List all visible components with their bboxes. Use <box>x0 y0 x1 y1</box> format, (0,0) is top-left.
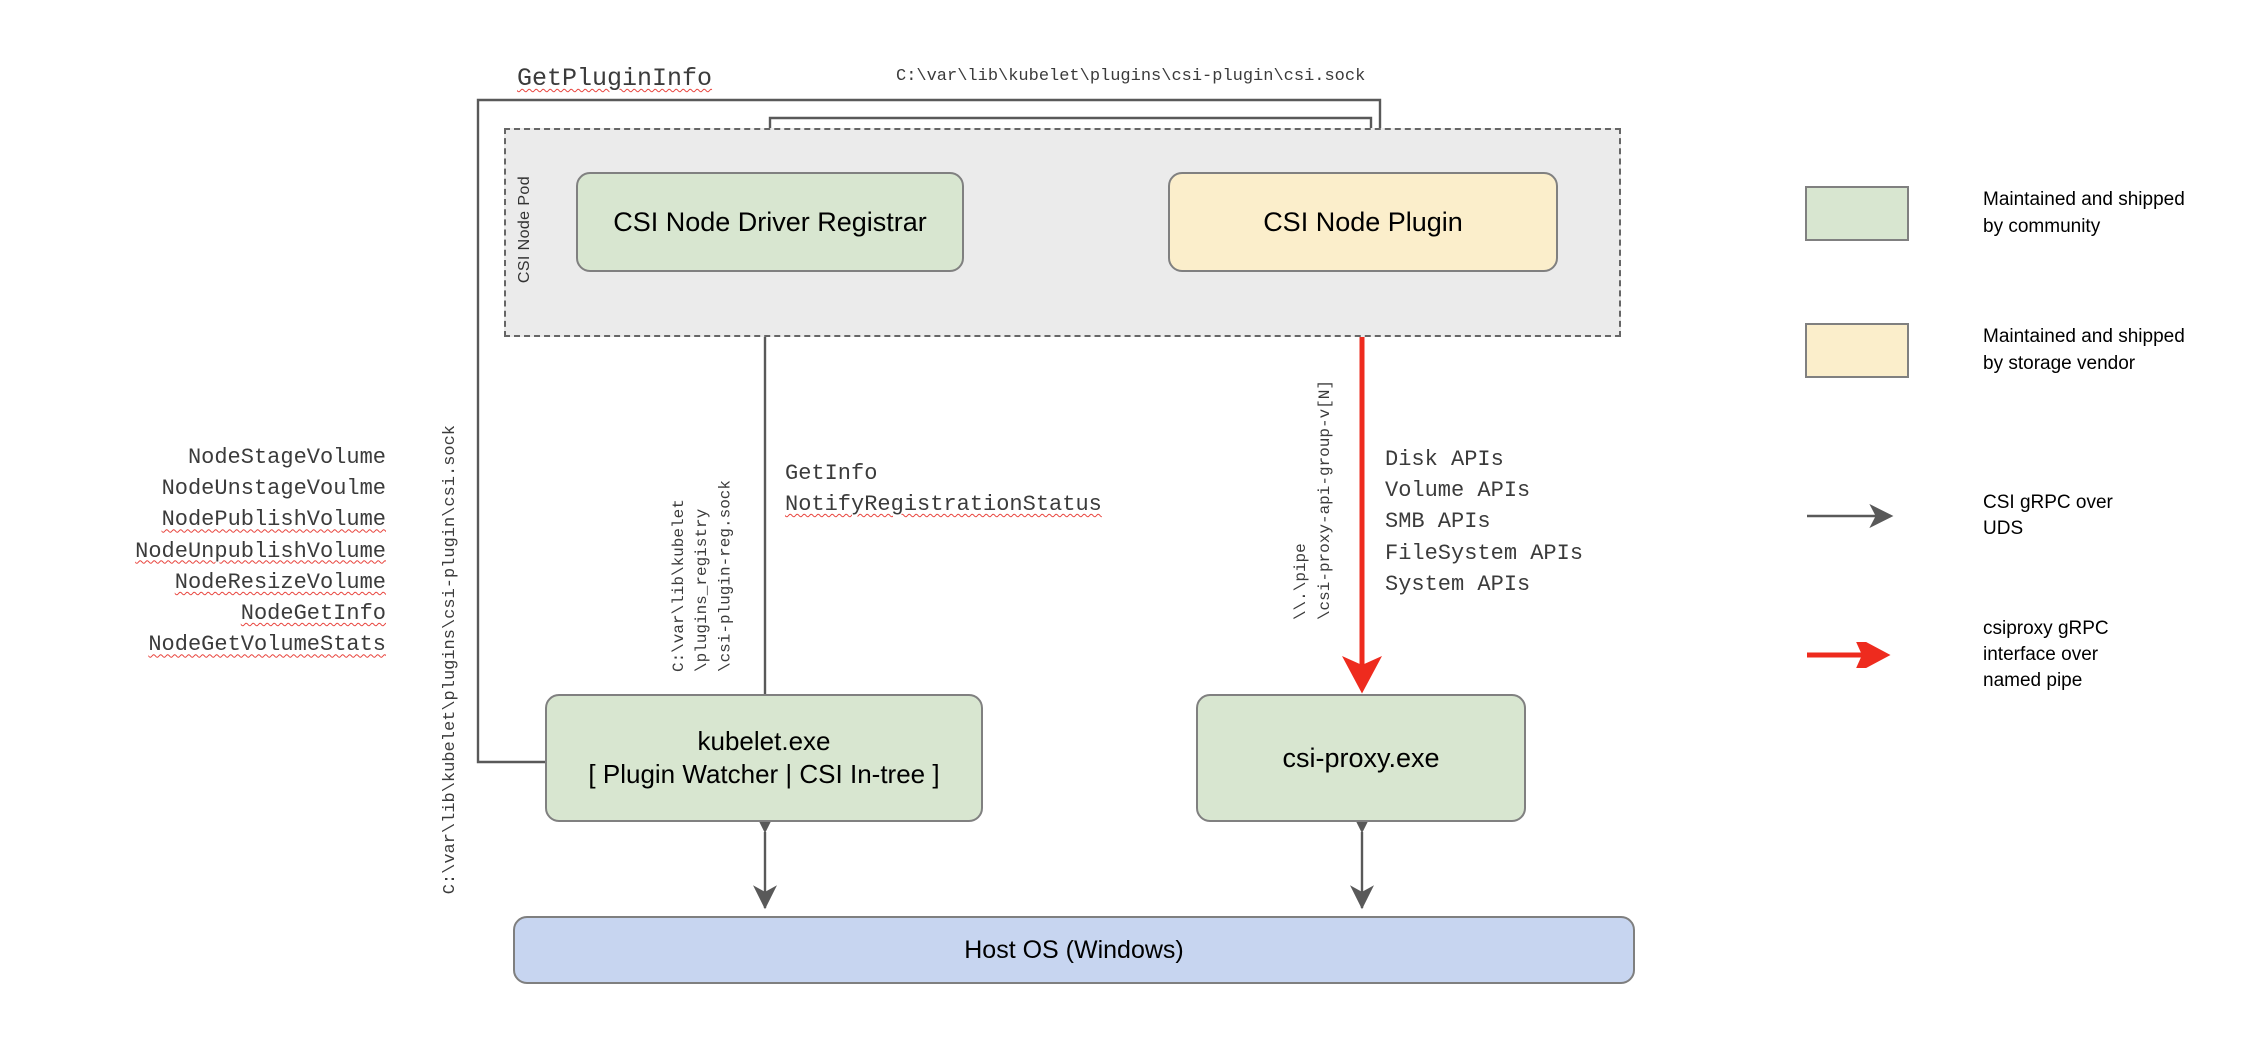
node-api-item: NodePublishVolume <box>161 507 386 533</box>
node-api-item: NodeUnstageVoulme <box>161 476 386 502</box>
csi-proxy-api-item: System APIs <box>1385 571 1531 597</box>
legend-item-community: Maintained and shipped by community <box>1805 186 2185 241</box>
node-api-item: NodeGetInfo <box>240 601 386 627</box>
named-pipe-path-label: \\.\pipe \csi-proxy-api-group-v[N] <box>1289 380 1337 620</box>
legend-label-uds-line-1: CSI gRPC over <box>1983 492 2113 513</box>
named-pipe-path-line-2: \csi-proxy-api-group-v[N] <box>1316 380 1334 621</box>
csi-node-pod-label: CSI Node Pod <box>516 176 533 284</box>
legend-label-community-line-2: by community <box>1983 215 2101 237</box>
host-os-box[interactable]: Host OS (Windows) <box>513 916 1635 984</box>
registration-rpc-label: GetInfo NotifyRegistrationStatus <box>785 458 1102 520</box>
legend-gray-arrow-icon <box>1805 503 1909 529</box>
legend-label-vendor-line-2: by storage vendor <box>1983 352 2136 374</box>
csi-sock-path-left-label: C:\var\lib\kubelet\plugins\csi-plugin\cs… <box>441 425 460 895</box>
legend-label-uds: CSI gRPC over UDS <box>1983 490 2113 542</box>
legend-red-arrow-icon <box>1805 635 1909 676</box>
get-info-label: GetInfo <box>785 461 878 486</box>
csi-proxy-api-list: Disk APIs Volume APIs SMB APIs FileSyste… <box>1385 444 1583 600</box>
legend-swatch-community-icon <box>1805 186 1909 241</box>
legend-label-named-pipe-line-2: interface over <box>1983 644 2099 666</box>
node-api-item: NodeUnpublishVolume <box>135 538 386 564</box>
legend-label-community: Maintained and shipped by community <box>1983 187 2185 239</box>
node-api-item: NodeResizeVolume <box>174 569 386 595</box>
legend-label-named-pipe-line-3: named pipe <box>1983 670 2083 692</box>
legend-item-named-pipe: csiproxy gRPC interface over named pipe <box>1805 616 2109 695</box>
csi-proxy-exe-label: csi-proxy.exe <box>1282 742 1440 773</box>
legend-label-community-line-1: Maintained and shipped <box>1983 189 2185 211</box>
node-service-api-list: NodeStageVolume NodeUnstageVoulme NodePu… <box>86 442 386 661</box>
legend-label-named-pipe: csiproxy gRPC interface over named pipe <box>1983 616 2109 695</box>
plugin-registry-sock-line-3: \csi-plugin-reg.sock <box>716 480 735 673</box>
legend-label-named-pipe-line-1: csiproxy gRPC <box>1983 618 2109 639</box>
legend-item-vendor: Maintained and shipped by storage vendor <box>1805 323 2185 378</box>
csi-node-plugin-label: CSI Node Plugin <box>1263 206 1463 237</box>
csi-node-driver-registrar-label: CSI Node Driver Registrar <box>613 206 927 237</box>
csi-proxy-api-item: FileSystem APIs <box>1385 540 1584 566</box>
named-pipe-path-line-1: \\.\pipe <box>1292 543 1310 621</box>
legend-label-uds-line-2: UDS <box>1983 518 2024 540</box>
plugin-registry-sock-line-2: \plugins_registry <box>693 508 712 673</box>
plugin-registry-sock-label: C:\var\lib\kubelet \plugins_registry \cs… <box>668 480 738 672</box>
legend-label-vendor: Maintained and shipped by storage vendor <box>1983 324 2185 376</box>
csi-node-driver-registrar-box[interactable]: CSI Node Driver Registrar <box>576 172 964 272</box>
plugin-registry-sock-line-1: C:\var\lib\kubelet <box>670 499 688 673</box>
csi-proxy-api-item: Disk APIs <box>1385 447 1504 472</box>
csi-proxy-api-item: Volume APIs <box>1385 478 1531 504</box>
csi-proxy-api-item: SMB APIs <box>1385 509 1491 535</box>
kubelet-exe-box[interactable]: kubelet.exe [ Plugin Watcher | CSI In-tr… <box>545 694 983 822</box>
legend-label-vendor-line-1: Maintained and shipped <box>1983 326 2185 348</box>
notify-registration-status-label: NotifyRegistrationStatus <box>785 492 1102 518</box>
kubelet-exe-label: kubelet.exe <box>697 725 831 756</box>
connector-getplugininfo <box>476 98 1392 764</box>
node-api-item: NodeStageVolume <box>187 445 386 470</box>
csi-node-plugin-box[interactable]: CSI Node Plugin <box>1168 172 1558 272</box>
kubelet-exe-sublabel: [ Plugin Watcher | CSI In-tree ] <box>588 759 940 789</box>
node-api-item: NodeGetVolumeStats <box>148 632 386 658</box>
host-os-label: Host OS (Windows) <box>964 936 1184 964</box>
csi-sock-path-top-label: C:\var\lib\kubelet\plugins\csi-plugin\cs… <box>896 67 1366 86</box>
get-plugin-info-label: GetPluginInfo <box>517 64 713 93</box>
legend-swatch-vendor-icon <box>1805 323 1909 378</box>
legend-item-uds: CSI gRPC over UDS <box>1805 490 2113 542</box>
csi-proxy-exe-box[interactable]: csi-proxy.exe <box>1196 694 1526 822</box>
